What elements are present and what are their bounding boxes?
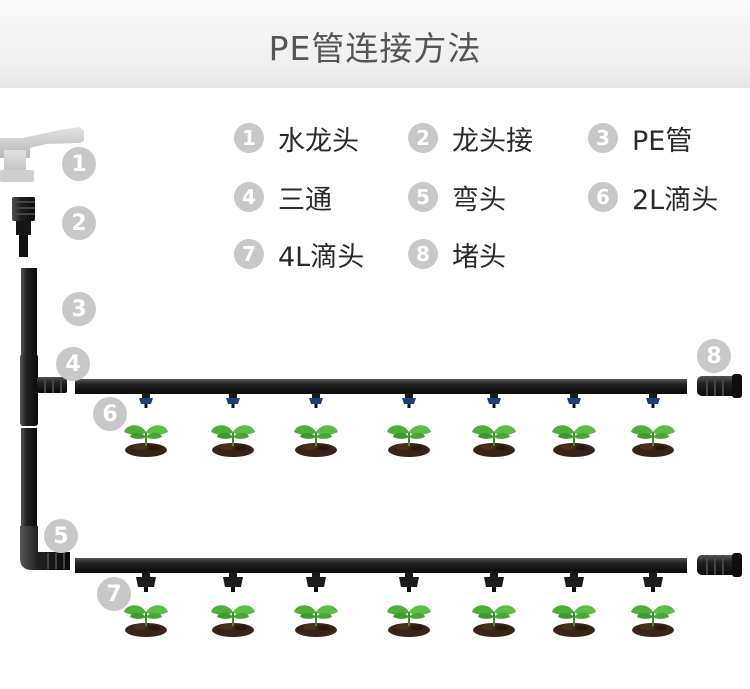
seedling-icon [472, 425, 516, 457]
seedling-icon [294, 425, 338, 457]
legend-item-faucet: 1 水龙头 [234, 118, 359, 158]
marker-elbow: 5 [44, 519, 78, 553]
seedling-icon [211, 605, 255, 637]
legend-item-elbow: 5 弯头 [408, 177, 506, 217]
tee-connector-icon [20, 354, 67, 426]
dripper-2l-icon [646, 393, 660, 408]
legend-number-badge: 6 [588, 182, 618, 212]
faucet-connector-icon [12, 197, 35, 257]
seedling-icon [552, 605, 596, 637]
seedling-icon [124, 425, 168, 457]
seedling-icon [294, 605, 338, 637]
legend-number-badge: 2 [408, 123, 438, 153]
pe-pipe-vertical-top [21, 268, 37, 356]
seedling-icon [387, 425, 431, 457]
dripper-4l-icon [136, 572, 156, 592]
end-plug-icon [697, 374, 742, 398]
seedling-icon [124, 605, 168, 637]
seedling-icon [211, 425, 255, 457]
pe-pipe-vertical-bottom [21, 428, 37, 528]
marker-tee: 4 [56, 347, 90, 381]
dripper-4l-icon [643, 572, 663, 592]
marker-pe-pipe: 3 [62, 292, 96, 326]
pe-pipe-branch-upper [75, 379, 687, 394]
legend-label: 堵头 [452, 241, 506, 273]
dripper-2l-icon [567, 393, 581, 408]
legend-label: PE管 [632, 125, 693, 157]
page-title: PE管连接方法 [268, 29, 482, 68]
dripper-2l-icon [139, 393, 153, 408]
legend-item-2l-dripper: 6 2L滴头 [588, 177, 718, 217]
legend-item-faucet-connector: 2 龙头接 [408, 118, 533, 158]
legend-number-badge: 7 [234, 239, 264, 269]
seedling-icon [552, 425, 596, 457]
legend-label: 弯头 [452, 184, 506, 216]
legend-item-pe-pipe: 3 PE管 [588, 118, 692, 158]
dripper-4l-icon [399, 572, 419, 592]
legend-label: 4L滴头 [278, 241, 365, 273]
dripper-4l-icon [484, 572, 504, 592]
marker-4l-dripper: 7 [97, 577, 131, 611]
legend-item-tee: 4 三通 [234, 177, 332, 217]
dripper-4l-icon [306, 572, 326, 592]
legend-number-badge: 5 [408, 182, 438, 212]
legend-label: 龙头接 [452, 125, 533, 157]
elbow-connector-icon [20, 526, 70, 570]
marker-end-plug: 8 [697, 339, 731, 373]
marker-faucet-connector: 2 [62, 206, 96, 240]
legend-number-badge: 4 [234, 182, 264, 212]
seedling-icon [472, 605, 516, 637]
legend-label: 三通 [278, 184, 332, 216]
legend-number-badge: 1 [234, 123, 264, 153]
legend-item-end-plug: 8 堵头 [408, 234, 506, 274]
legend-number-badge: 8 [408, 239, 438, 269]
seedling-icon [387, 605, 431, 637]
dripper-2l-icon [309, 393, 323, 408]
legend-label: 水龙头 [278, 125, 359, 157]
dripper-4l-icon [223, 572, 243, 592]
dripper-2l-icon [402, 393, 416, 408]
seedling-icon [631, 425, 675, 457]
pe-pipe-branch-lower [75, 558, 687, 573]
title-banner: PE管连接方法 [0, 0, 750, 88]
end-plug-icon [697, 553, 742, 577]
legend-item-4l-dripper: 7 4L滴头 [234, 234, 364, 274]
marker-2l-dripper: 6 [93, 397, 127, 431]
legend-label: 2L滴头 [632, 184, 719, 216]
seedling-icon [631, 605, 675, 637]
dripper-2l-icon [226, 393, 240, 408]
legend-number-badge: 3 [588, 123, 618, 153]
faucet-icon [0, 127, 84, 182]
dripper-2l-icon [487, 393, 501, 408]
dripper-4l-icon [564, 572, 584, 592]
marker-faucet: 1 [62, 147, 96, 181]
